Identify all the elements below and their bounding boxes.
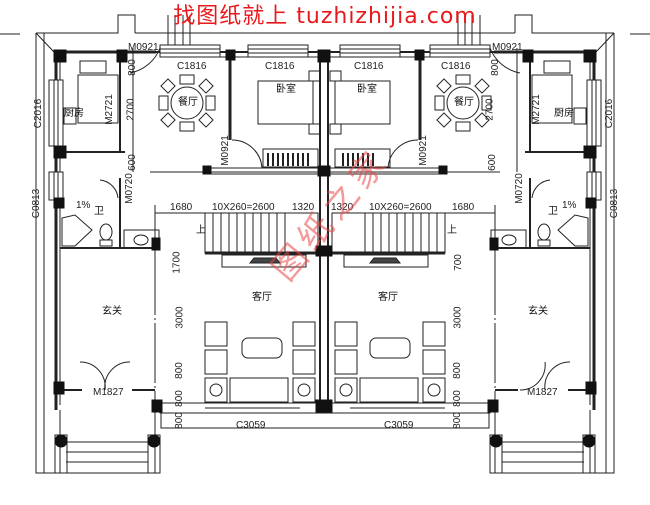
window-label-bedroom-right: C1816 <box>354 61 384 72</box>
door-label-kitchen-left: M2721 <box>103 94 115 125</box>
window-label-dining-right: C1816 <box>441 61 471 72</box>
dim-label-2700-left: 2700 <box>125 98 137 121</box>
dim-label-2700-right: 2700 <box>484 98 496 121</box>
dim-label-stair-left-left: 1680 <box>170 202 193 213</box>
room-label-kitchen-left: 厨房 <box>64 108 84 119</box>
slope-label-right: 1% <box>562 200 577 211</box>
door-label-entry-left: M1827 <box>93 387 124 398</box>
room-label-living-left: 客厅 <box>252 292 272 303</box>
room-label-bathroom-right: 卫 <box>548 206 558 217</box>
room-label-kitchen-right: 厨房 <box>554 108 574 119</box>
room-label-bedroom-right: 卧室 <box>357 84 377 95</box>
door-label-bath-left: M0720 <box>123 173 135 204</box>
dim-label-stair-left-right: 1320 <box>331 202 354 213</box>
door-label-bedroom-right: M0921 <box>417 135 429 166</box>
dim-label-800-right: 800 <box>489 59 501 76</box>
dim-label-800-left: 800 <box>126 59 138 76</box>
door-label-top-left: M0921 <box>128 42 159 53</box>
dim-label-800a-right: 800 <box>451 362 463 379</box>
window-label-kitchen-left: C2016 <box>33 98 45 129</box>
dim-label-1700-left: 1700 <box>171 251 183 274</box>
window-label-living-right: C3059 <box>384 420 414 431</box>
room-label-living-right: 客厅 <box>378 292 398 303</box>
door-label-top-right: M0921 <box>492 42 523 53</box>
dim-label-stair-right-right: 1680 <box>452 202 475 213</box>
dim-label-800c-right: 800 <box>451 412 463 429</box>
room-label-bedroom-left: 卧室 <box>276 84 296 95</box>
window-label-dining-left: C1816 <box>177 61 207 72</box>
window-label-living-left: C3059 <box>236 420 266 431</box>
door-label-bath-right: M0720 <box>513 173 525 204</box>
dim-label-600-left: 600 <box>126 154 138 171</box>
door-label-entry-right: M1827 <box>527 387 558 398</box>
room-label-bathroom-left: 卫 <box>94 206 104 217</box>
stair-up-label-left: 上 <box>196 225 206 236</box>
slope-label-left: 1% <box>76 200 91 211</box>
dim-label-800c-left: 800 <box>173 412 185 429</box>
window-label-kitchen-right: C2016 <box>604 98 616 129</box>
dim-label-3000-right: 3000 <box>452 306 464 329</box>
dim-label-700-right: 700 <box>452 254 464 271</box>
dim-label-3000-left: 3000 <box>174 306 186 329</box>
dim-label-stair-run-left: 10X260=2600 <box>212 202 275 213</box>
room-label-dining-left: 餐厅 <box>178 97 198 108</box>
window-label-bath-right: C0813 <box>609 188 621 219</box>
dim-label-stair-run-right: 10X260=2600 <box>369 202 432 213</box>
dim-label-800b-right: 800 <box>451 390 463 407</box>
dim-label-800a-left: 800 <box>173 362 185 379</box>
stair-up-label-right: 上 <box>447 225 457 236</box>
door-label-kitchen-right: M2721 <box>530 94 542 125</box>
dim-label-stair-right-left: 1320 <box>292 202 315 213</box>
dim-label-800b-left: 800 <box>173 390 185 407</box>
door-label-bedroom-left: M0921 <box>219 135 231 166</box>
room-label-entry-right: 玄关 <box>528 306 548 317</box>
window-label-bedroom-left: C1816 <box>265 61 295 72</box>
dim-label-600-right: 600 <box>486 154 498 171</box>
window-label-bath-left: C0813 <box>31 188 43 219</box>
room-label-dining-right: 餐厅 <box>454 97 474 108</box>
room-label-entry-left: 玄关 <box>102 306 122 317</box>
